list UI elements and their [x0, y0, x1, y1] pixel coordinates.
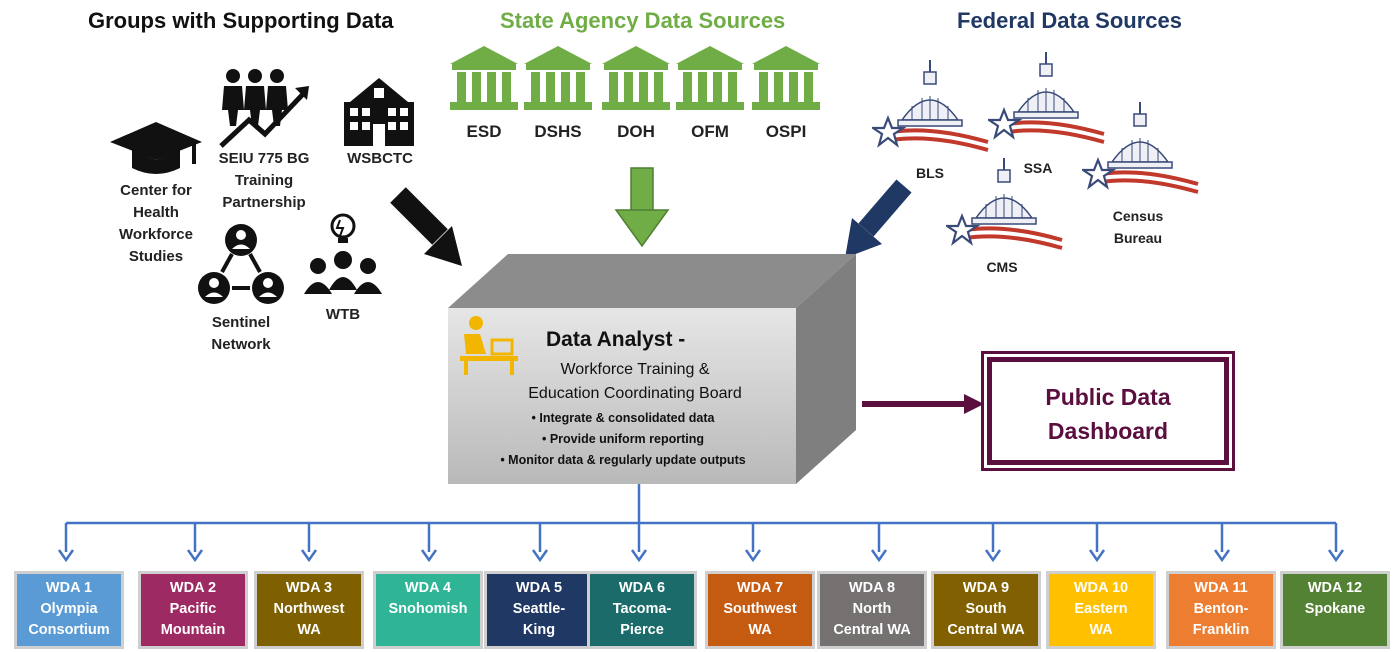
state-arrow-head — [614, 209, 670, 248]
analyst-subtitle: Workforce Training & Education Coordinat… — [528, 361, 742, 402]
wda-box: WDA 11 Benton- Franklin — [1166, 571, 1276, 649]
graduation-cap-icon — [110, 122, 202, 174]
state-source-label: OFM — [691, 122, 729, 141]
state-source-label: OSPI — [765, 122, 807, 141]
wda-arrow-head — [630, 549, 648, 563]
task-item: Integrate & consolidated data — [448, 408, 798, 429]
wda-box: WDA 4 Snohomish — [373, 571, 483, 649]
wda-box: WDA 12 Spokane — [1280, 571, 1390, 649]
federal-label-bls: BLS — [916, 165, 944, 181]
capitol-ssa-icon — [988, 52, 1105, 144]
capitol-census-icon — [1082, 102, 1199, 194]
capitol-bls-icon — [872, 60, 989, 152]
state-source-label: DOH — [617, 122, 655, 141]
state-heading: State Agency Data Sources — [500, 8, 786, 33]
groups-heading: Groups with Supporting Data — [88, 8, 394, 33]
wda-arrow-head — [420, 549, 438, 563]
group-label-chws: Center for Health Workforce Studies — [119, 182, 193, 265]
government-building-icon — [524, 46, 592, 110]
wda-arrow-head — [870, 549, 888, 563]
analyst-desk-icon — [460, 316, 518, 375]
wda-box: WDA 7 Southwest WA — [705, 571, 815, 649]
groups-arrow-shaft — [390, 187, 448, 245]
federal-label-cms: CMS — [986, 259, 1018, 275]
people-growth-icon — [219, 69, 309, 148]
analyst-task-list: Integrate & consolidated data Provide un… — [448, 408, 798, 471]
federal-arrow-head — [845, 218, 882, 258]
wda-arrow-head — [1088, 549, 1106, 563]
wda-box: WDA 3 Northwest WA — [254, 571, 364, 649]
group-label-wtb: WTB — [325, 306, 361, 323]
network-icon — [198, 224, 284, 304]
group-label-wsbctc: WSBCTC — [347, 150, 413, 167]
group-label-sentinel: Sentinel Network — [211, 314, 271, 353]
task-item: Monitor data & regularly update outputs — [448, 450, 798, 471]
wda-box: WDA 9 South Central WA — [931, 571, 1041, 649]
federal-label-census: Census Bureau — [1112, 208, 1164, 246]
analyst-title: Data Analyst - — [546, 328, 686, 351]
wda-box: WDA 5 Seattle- King — [484, 571, 594, 649]
government-building-icon — [676, 46, 744, 110]
wda-box: WDA 8 North Central WA — [817, 571, 927, 649]
group-label-seiu: SEIU 775 BG Training Partnership — [218, 150, 310, 211]
wda-arrow-head — [1213, 549, 1231, 563]
wda-box: WDA 2 Pacific Mountain — [138, 571, 248, 649]
government-building-icon — [752, 46, 820, 110]
federal-heading: Federal Data Sources — [957, 8, 1182, 33]
state-source-label: DSHS — [534, 122, 582, 141]
wda-arrow-head — [531, 549, 549, 563]
school-building-icon — [344, 78, 414, 146]
wda-box: WDA 6 Tacoma- Pierce — [587, 571, 697, 649]
state-source-label: ESD — [466, 122, 502, 141]
dashboard-arrow-head — [964, 394, 984, 414]
task-item: Provide uniform reporting — [448, 429, 798, 450]
wda-arrow-head — [186, 549, 204, 563]
team-idea-icon — [304, 213, 382, 294]
wda-arrow-head — [300, 549, 318, 563]
groups-arrow-head — [424, 226, 462, 266]
wda-box: WDA 10 Eastern WA — [1046, 571, 1156, 649]
government-building-icon — [602, 46, 670, 110]
wda-arrow-head — [984, 549, 1002, 563]
government-building-icon — [450, 46, 518, 110]
capitol-cms-icon — [946, 158, 1063, 250]
wda-box: WDA 1 Olympia Consortium — [14, 571, 124, 649]
wda-arrow-head — [744, 549, 762, 563]
wda-arrow-head — [1327, 549, 1345, 563]
federal-label-ssa: SSA — [1023, 160, 1053, 176]
public-dashboard-box: Public Data Dashboard — [987, 357, 1229, 465]
wda-arrow-head — [57, 549, 75, 563]
